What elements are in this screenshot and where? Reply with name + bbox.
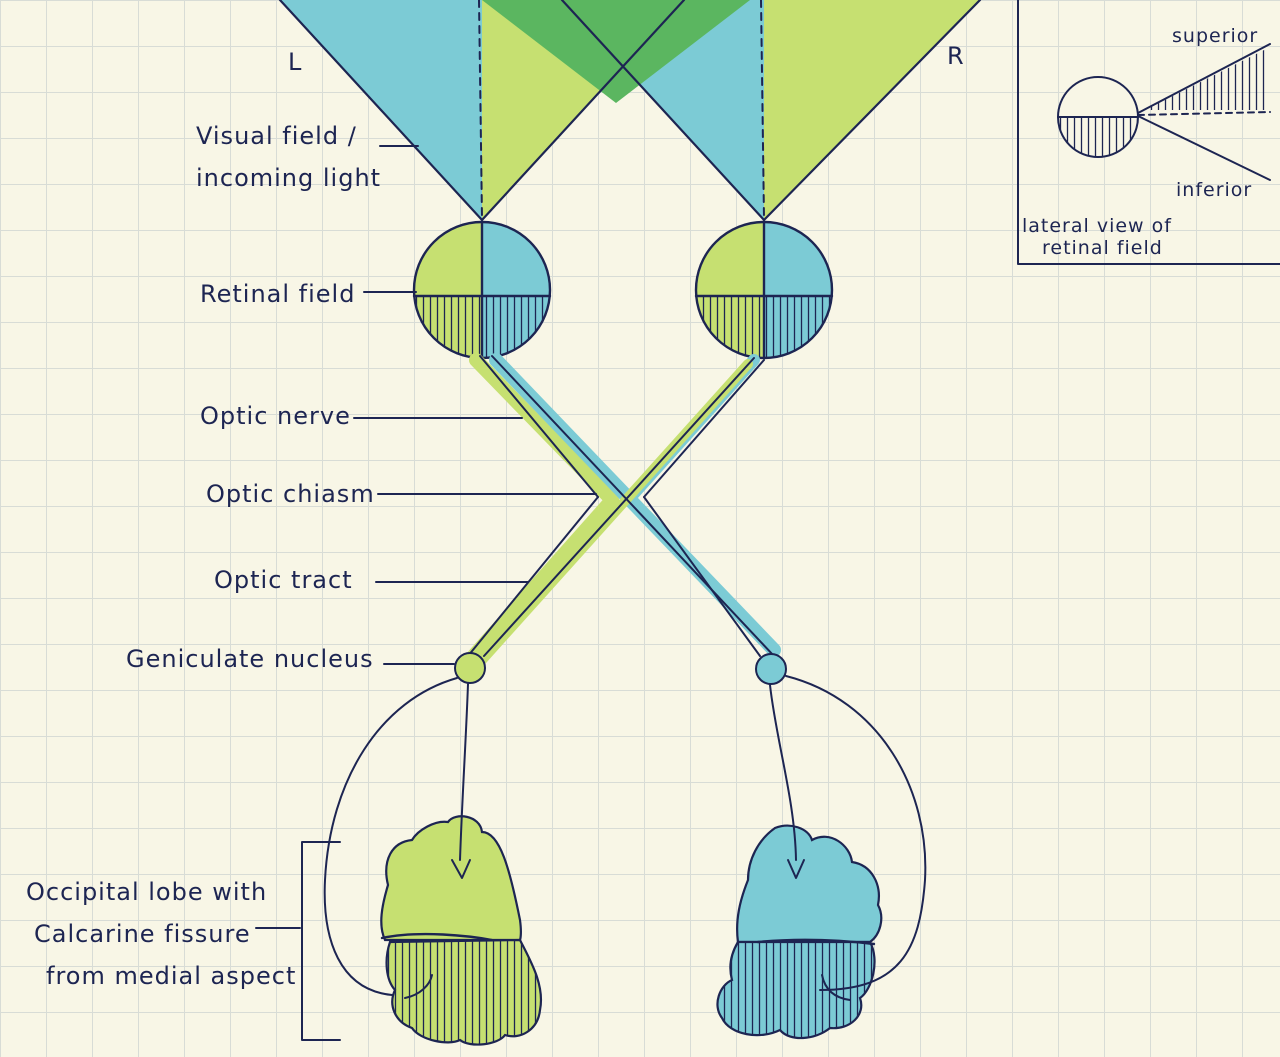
inset-inferior-label: inferior bbox=[1176, 179, 1252, 201]
visual-field-label-line2: incoming light bbox=[196, 164, 381, 192]
retinal-field-label: Retinal field bbox=[200, 280, 355, 308]
optic-tract-label: Optic tract bbox=[214, 566, 353, 594]
visual-field-label-line1: Visual field / bbox=[196, 122, 357, 150]
optic-radiations bbox=[323, 675, 927, 996]
optic-pathway-highlights bbox=[463, 353, 781, 667]
visual-field bbox=[278, 0, 982, 222]
left-letter: L bbox=[288, 48, 302, 76]
occipital-label-line1: Occipital lobe with bbox=[26, 878, 267, 906]
occipital-bracket bbox=[301, 841, 341, 1041]
geniculate-label: Geniculate nucleus bbox=[126, 645, 374, 673]
inset-caption-line2: retinal field bbox=[1042, 237, 1163, 259]
optic-pathway-lines bbox=[467, 355, 775, 657]
inset-superior-label: superior bbox=[1172, 25, 1258, 47]
right-occipital-lobe bbox=[716, 824, 883, 1040]
left-geniculate-nucleus bbox=[454, 652, 486, 684]
right-geniculate-nucleus bbox=[755, 653, 787, 685]
occipital-label-line3: from medial aspect bbox=[46, 962, 296, 990]
overlap-lower-green bbox=[562, 0, 684, 62]
inset-caption-line1: lateral view of bbox=[1022, 215, 1172, 237]
right-eye bbox=[694, 220, 834, 360]
labels: L R Visual field / incoming light Retina… bbox=[26, 42, 964, 1041]
optic-chiasm-label: Optic chiasm bbox=[206, 480, 375, 508]
right-letter: R bbox=[947, 42, 964, 70]
left-optic-nerve-inner bbox=[491, 355, 775, 657]
left-eye bbox=[412, 220, 552, 360]
occipital-label-line2: Calcarine fissure bbox=[34, 920, 251, 948]
left-midline-dashed bbox=[478, 0, 483, 219]
left-optic-nerve-outer bbox=[479, 355, 599, 498]
right-midline-dashed bbox=[760, 0, 765, 219]
inset-lateral-view: superior inferior lateral view of retina… bbox=[1017, 0, 1280, 265]
optic-nerve-label: Optic nerve bbox=[200, 402, 351, 430]
left-occipital-lobe bbox=[380, 815, 543, 1046]
